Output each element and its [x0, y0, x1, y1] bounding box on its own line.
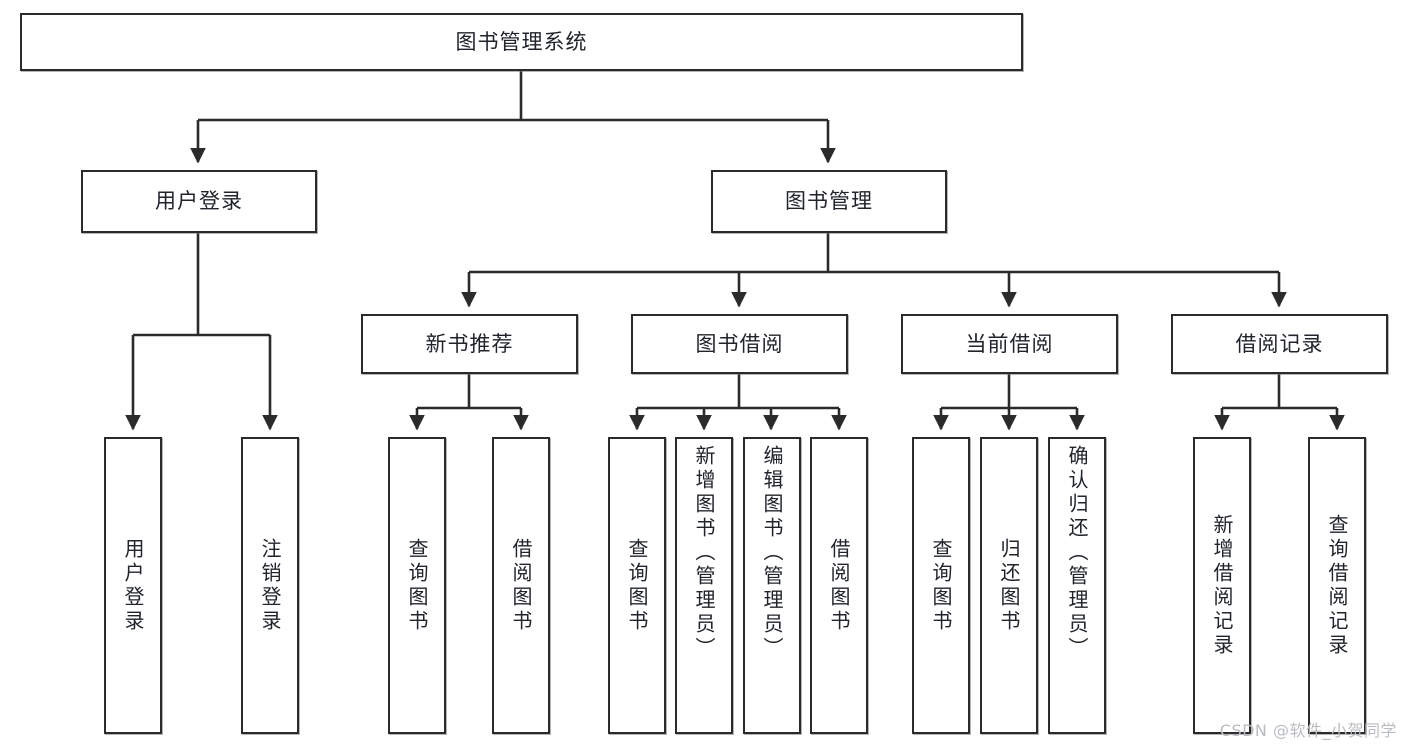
leaf-current-borrow-2[interactable]: 确认归还（管理员） [1048, 437, 1106, 734]
node-root-label: 图书管理系统 [455, 29, 588, 54]
leaf-new-book-rec-0[interactable]: 查询图书 [388, 437, 446, 734]
leaf-label: 新增图书（管理员） [692, 445, 716, 661]
node-borrow-record[interactable]: 借阅记录 [1171, 314, 1388, 374]
leaf-label: 查询图书 [929, 537, 953, 634]
leaf-label: 借阅图书 [509, 537, 533, 634]
node-current-borrow[interactable]: 当前借阅 [901, 314, 1118, 374]
node-borrow-record-label: 借阅记录 [1235, 331, 1324, 356]
leaf-label: 注销登录 [258, 537, 282, 634]
leaf-borrow-record-0[interactable]: 新增借阅记录 [1193, 437, 1251, 734]
node-book-borrow-label: 图书借阅 [695, 331, 784, 356]
leaf-borrow-record-1[interactable]: 查询借阅记录 [1308, 437, 1366, 734]
node-user-login-label: 用户登录 [155, 189, 243, 214]
node-new-book-rec[interactable]: 新书推荐 [361, 314, 578, 374]
node-book-manage-label: 图书管理 [785, 189, 873, 214]
leaf-user-login-1[interactable]: 注销登录 [241, 437, 299, 734]
node-root[interactable]: 图书管理系统 [20, 13, 1023, 71]
leaf-new-book-rec-1[interactable]: 借阅图书 [492, 437, 550, 734]
leaf-label: 归还图书 [997, 537, 1021, 634]
leaf-user-login-0[interactable]: 用户登录 [104, 437, 162, 734]
leaf-book-borrow-1[interactable]: 新增图书（管理员） [675, 437, 733, 734]
leaf-label: 借阅图书 [827, 537, 851, 634]
node-new-book-rec-label: 新书推荐 [425, 331, 514, 356]
node-user-login[interactable]: 用户登录 [81, 170, 317, 233]
leaf-current-borrow-1[interactable]: 归还图书 [980, 437, 1038, 734]
leaf-label: 查询图书 [405, 537, 429, 634]
leaf-label: 确认归还（管理员） [1065, 445, 1089, 661]
leaf-label: 用户登录 [121, 537, 145, 634]
leaf-label: 编辑图书（管理员） [760, 445, 784, 661]
leaf-label: 新增借阅记录 [1210, 513, 1234, 658]
node-current-borrow-label: 当前借阅 [965, 331, 1054, 356]
leaf-book-borrow-3[interactable]: 借阅图书 [810, 437, 868, 734]
leaf-book-borrow-0[interactable]: 查询图书 [608, 437, 666, 734]
leaf-book-borrow-2[interactable]: 编辑图书（管理员） [743, 437, 801, 734]
node-book-manage[interactable]: 图书管理 [711, 170, 947, 233]
leaf-label: 查询图书 [625, 537, 649, 634]
watermark-text: CSDN @软件_小贺同学 [1219, 721, 1397, 740]
leaf-current-borrow-0[interactable]: 查询图书 [912, 437, 970, 734]
node-book-borrow[interactable]: 图书借阅 [631, 314, 848, 374]
leaf-label: 查询借阅记录 [1325, 513, 1349, 658]
